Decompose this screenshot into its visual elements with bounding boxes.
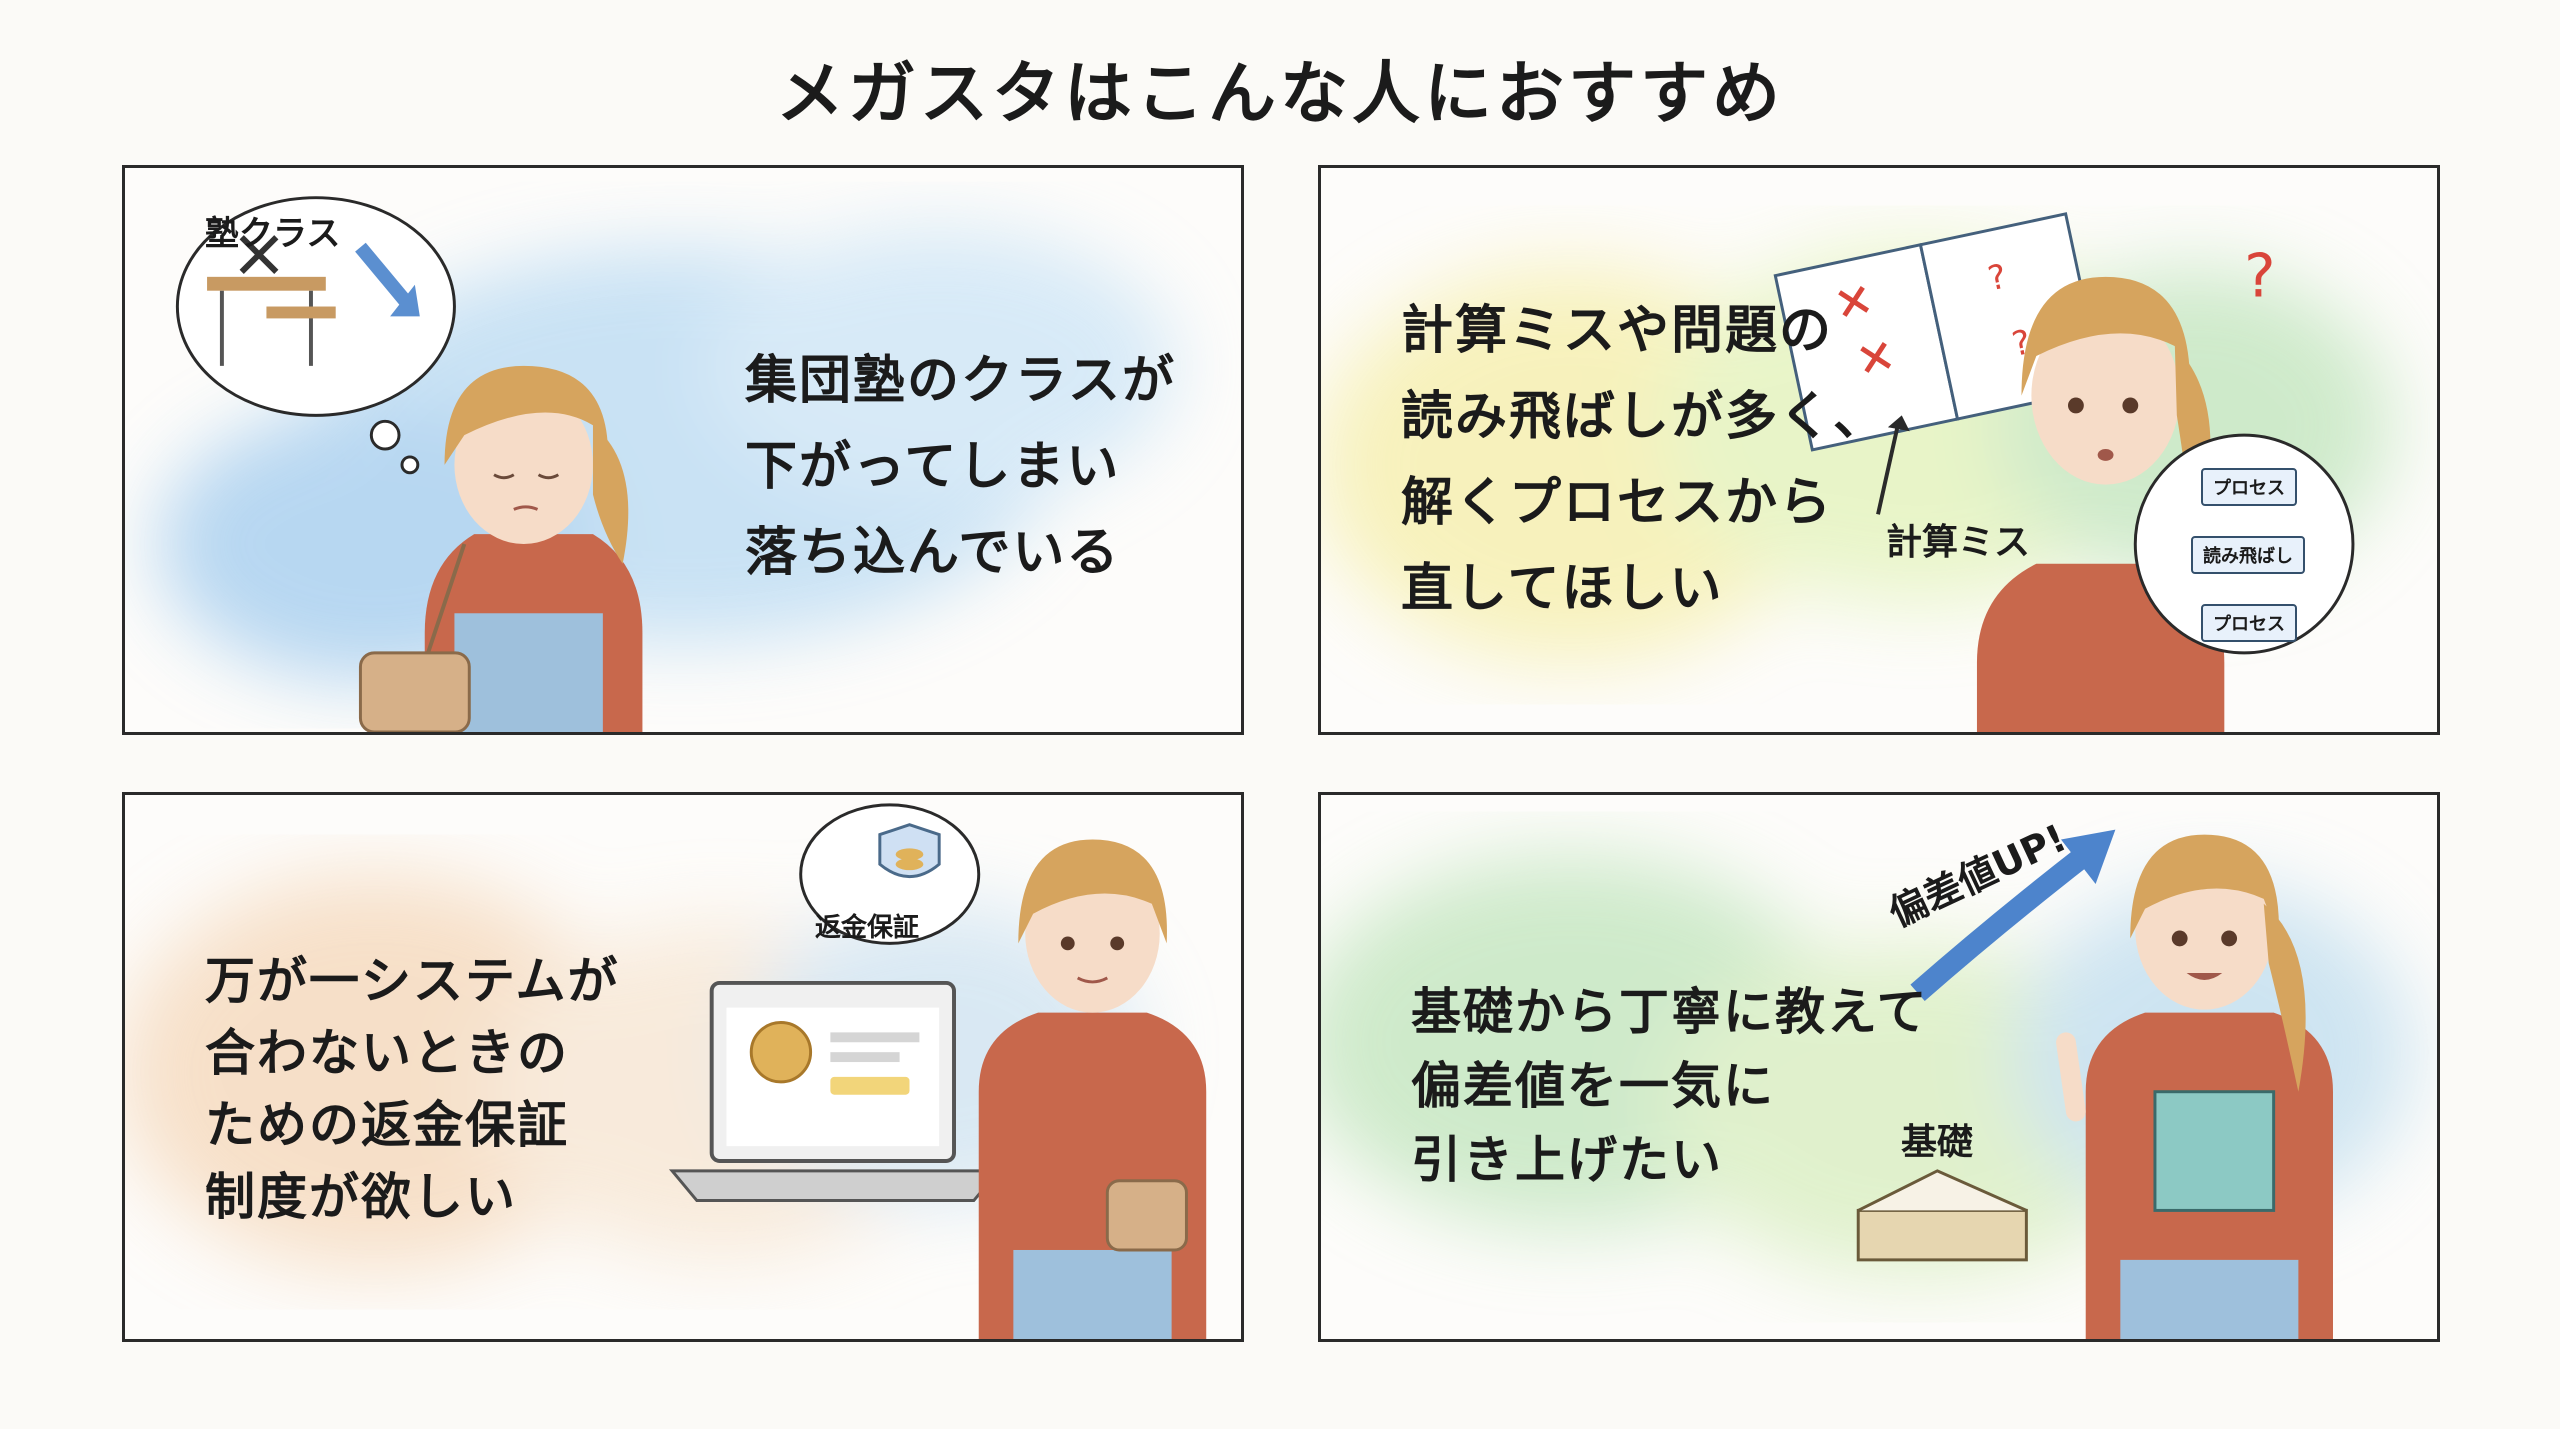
panel-4-line: 引き上げたい bbox=[1411, 1131, 1723, 1189]
svg-text:?: ? bbox=[2244, 242, 2276, 311]
panel-3-line: ための返金保証 bbox=[205, 1096, 569, 1154]
panel-1-illustration bbox=[157, 196, 1177, 732]
laptop bbox=[668, 980, 1002, 1203]
speech-bubble bbox=[799, 803, 981, 945]
panel-2-illustration: ? ? ? bbox=[1321, 212, 2393, 732]
panel-1-line: 集団塾のクラスが bbox=[745, 351, 1176, 411]
page-title: メガスタはこんな人におすすめ bbox=[775, 55, 1784, 134]
thought-bubble-label: 塾クラス bbox=[205, 214, 341, 254]
panel-3-illustration bbox=[125, 803, 1207, 1339]
mistake-note-label: 計算ミス bbox=[1886, 522, 2031, 563]
panel-refund-guarantee: 返金保証 万が一システムが 合わないときの ための返金保証 制度が欲しい bbox=[122, 792, 1244, 1342]
panel-calculation-mistakes: ? ? ? 計算ミスや問題の 読み飛ばしが多く、 解くプロセスから 直してほしい… bbox=[1318, 165, 2440, 735]
panel-4-line: 基礎から丁寧に教えて bbox=[1411, 983, 1929, 1041]
stacked-books bbox=[1856, 1169, 2028, 1262]
girl-pointing-figure bbox=[978, 839, 1207, 1339]
basics-book-label: 基礎 bbox=[1901, 1122, 1974, 1163]
panel-raise-score: 偏差値UP! 基礎 基礎から丁寧に教えて 偏差値を一気に 引き上げたい bbox=[1318, 792, 2440, 1342]
panel-4-illustration bbox=[1321, 829, 2413, 1339]
panel-2-line: 直してほしい bbox=[1401, 559, 1724, 619]
panel-1-line: 下がってしまい bbox=[745, 437, 1121, 497]
panel-4-line: 偏差値を一気に bbox=[1411, 1057, 1775, 1115]
up-arrow bbox=[1910, 845, 2093, 1002]
flow-step-3: プロセス bbox=[2201, 604, 2297, 642]
panel-2-text: 計算ミスや問題の 読み飛ばしが多く、 解くプロセスから 直してほしい bbox=[1401, 288, 1887, 632]
refund-bubble-label: 返金保証 bbox=[815, 913, 920, 943]
girl-sad-figure bbox=[358, 365, 643, 732]
panel-3-text: 万が一システムが 合わないときの ための返金保証 制度が欲しい bbox=[205, 945, 620, 1233]
panel-3-line: 合わないときの bbox=[205, 1024, 569, 1082]
panel-3-line: 万が一システムが bbox=[205, 952, 620, 1010]
flow-step-1: プロセス bbox=[2201, 468, 2297, 506]
panel-2-line: 読み飛ばしが多く、 bbox=[1401, 387, 1888, 447]
girl-cheerful-figure bbox=[2056, 834, 2333, 1339]
panel-1-line: 落ち込んでいる bbox=[745, 523, 1121, 583]
panel-2-line: 解くプロセスから bbox=[1401, 473, 1834, 533]
panel-4-text: 基礎から丁寧に教えて 偏差値を一気に 引き上げたい bbox=[1411, 975, 1929, 1197]
flow-step-2: 読み飛ばし bbox=[2191, 536, 2305, 574]
panel-3-line: 制度が欲しい bbox=[205, 1168, 517, 1226]
panel-class-dropped: 塾クラス 集団塾のクラスが 下がってしまい 落ち込んでいる bbox=[122, 165, 1244, 735]
panel-2-line: 計算ミスや問題の bbox=[1401, 301, 1834, 361]
thought-bubble bbox=[175, 196, 456, 475]
panel-1-text: 集団塾のクラスが 下がってしまい 落ち込んでいる bbox=[745, 338, 1176, 596]
